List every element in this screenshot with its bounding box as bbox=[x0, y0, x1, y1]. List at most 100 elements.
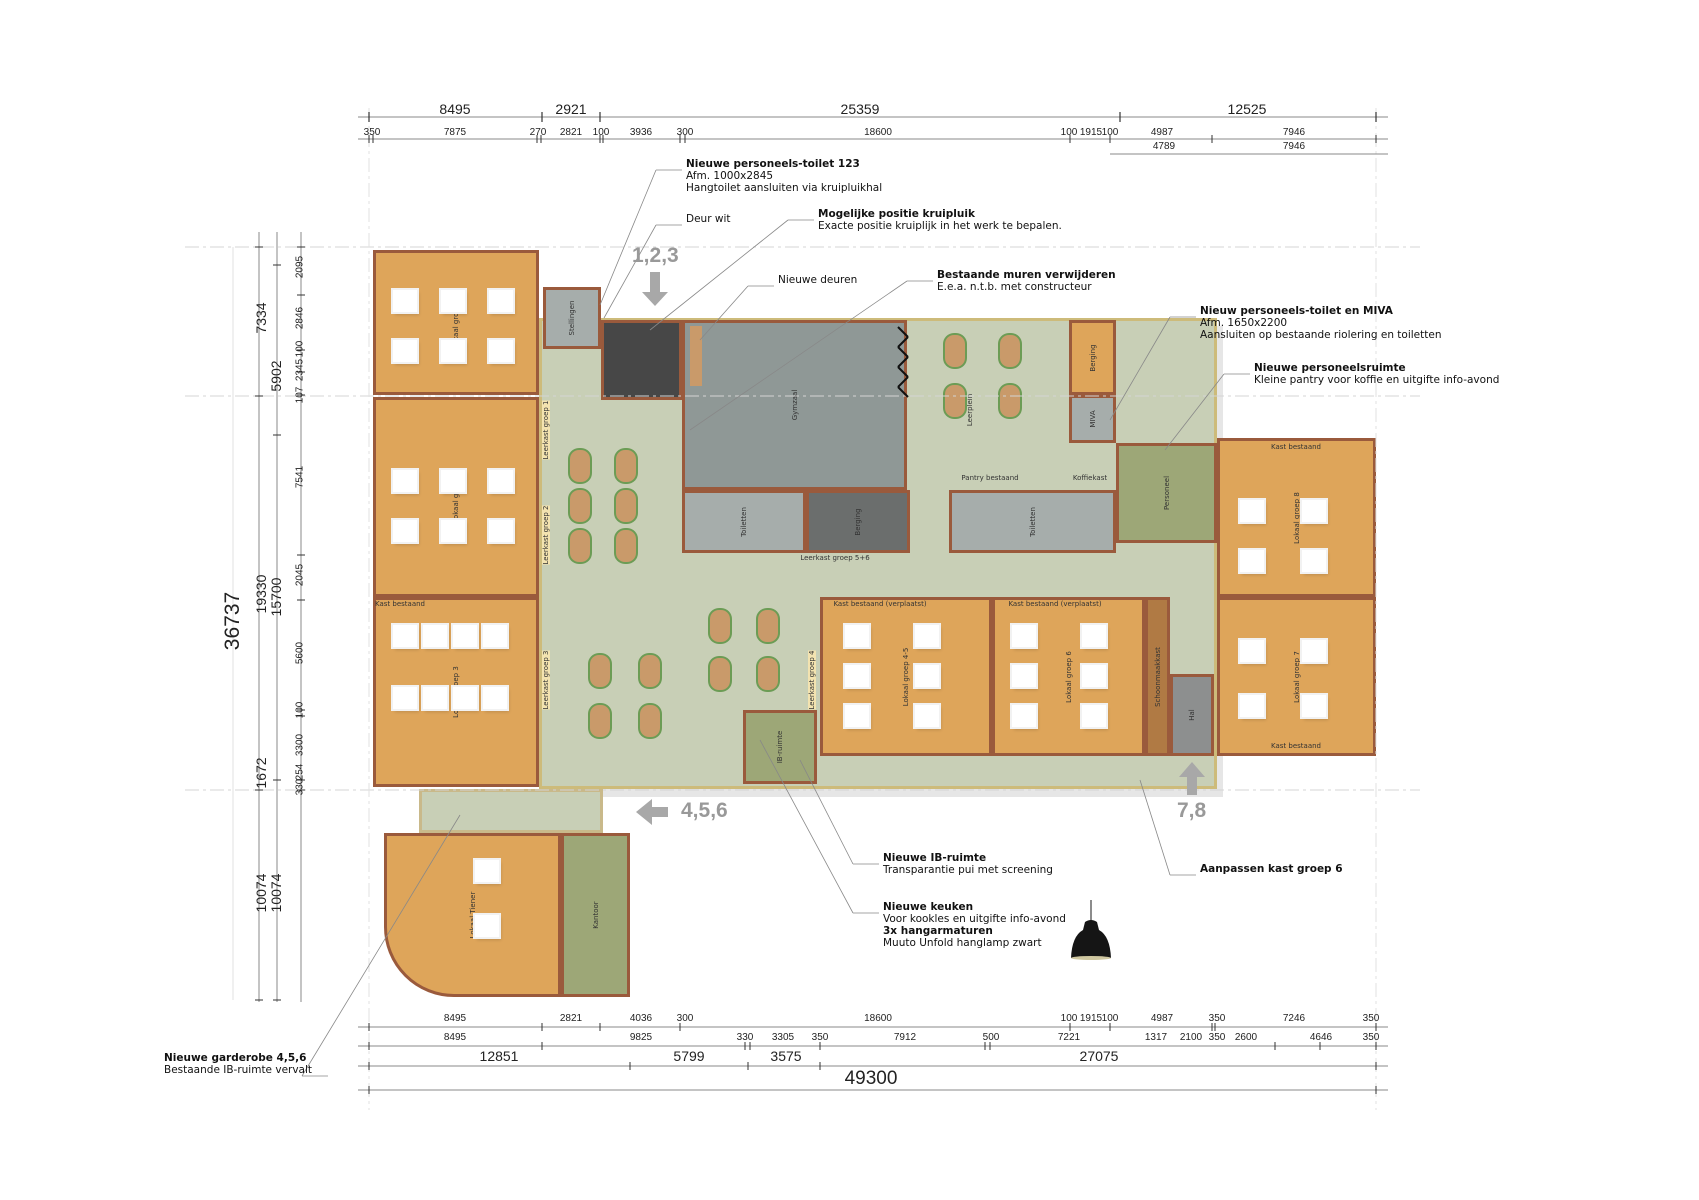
annotation-text: Bestaande IB-ruimte vervalt bbox=[164, 1064, 313, 1076]
dimension-label: 7221 bbox=[1057, 1032, 1081, 1043]
annotation-text: Exacte positie kruiplijk in het werk te … bbox=[818, 220, 1062, 232]
table bbox=[393, 520, 417, 542]
classroom-group-1: Lokaal groep 1 bbox=[373, 250, 539, 395]
annotation: Aanpassen kast groep 6 bbox=[1200, 863, 1343, 875]
dimension-label: 100 bbox=[294, 340, 306, 358]
dimension-label: 3936 bbox=[629, 127, 653, 138]
annotation-text: Voor kookles en uitgifte info-avond bbox=[883, 913, 1066, 925]
cupboard-label: Kast bestaand bbox=[1271, 443, 1321, 451]
leader-line bbox=[301, 814, 461, 1077]
dimension-label: 3305 bbox=[771, 1032, 795, 1043]
round-table bbox=[710, 658, 730, 690]
table bbox=[483, 625, 507, 647]
leader-line bbox=[603, 224, 657, 319]
cupboard-label: Pantry bestaand bbox=[961, 474, 1019, 482]
dimension-label: 10074 bbox=[253, 873, 269, 913]
leader-line bbox=[699, 285, 749, 341]
table bbox=[1302, 500, 1326, 522]
cupboard-label: Kast bestaand bbox=[375, 600, 425, 608]
annotation-title: Mogelijke positie kruipluik bbox=[818, 208, 975, 220]
dimension-label: 2095 bbox=[294, 255, 306, 279]
table bbox=[1302, 550, 1326, 572]
dimension-label: 3575 bbox=[770, 1048, 802, 1064]
annotation-text: Kleine pantry voor koffie en uitgifte in… bbox=[1254, 374, 1500, 386]
dimension-label: 1317 bbox=[1144, 1032, 1168, 1043]
annotation-title: Aanpassen kast groep 6 bbox=[1200, 863, 1343, 875]
storage-berging: Berging bbox=[1069, 320, 1116, 395]
table bbox=[489, 290, 513, 312]
classroom-group-7: Lokaal groep 7 bbox=[1217, 597, 1376, 756]
table bbox=[845, 625, 869, 647]
dimension-label: 7946 bbox=[1282, 127, 1306, 138]
annotation: Deur wit bbox=[686, 213, 730, 225]
dimension-label: 7875 bbox=[443, 127, 467, 138]
dimension-label: 2100 bbox=[1179, 1032, 1203, 1043]
dimension-label: 100 bbox=[294, 701, 306, 719]
round-table bbox=[570, 530, 590, 562]
dimension-label: 2921 bbox=[555, 101, 587, 117]
dimension-label: 18600 bbox=[864, 127, 892, 138]
table bbox=[423, 625, 447, 647]
staff-room: Personeel bbox=[1116, 443, 1217, 543]
dimension-label: 2045 bbox=[294, 563, 306, 587]
table bbox=[1082, 705, 1106, 727]
cupboard-label: Kast bestaand bbox=[1271, 742, 1321, 750]
dimension-label: 2345 bbox=[294, 358, 306, 382]
bench bbox=[690, 326, 702, 386]
annotation: Nieuwe deuren bbox=[778, 274, 857, 286]
dimension-label: 4646 bbox=[1309, 1032, 1333, 1043]
storage-inpandig: Berging bbox=[806, 490, 910, 553]
leader-line bbox=[649, 219, 789, 331]
dimension-label: 1915 bbox=[1079, 1013, 1103, 1024]
table bbox=[489, 470, 513, 492]
round-table bbox=[945, 385, 965, 417]
annotation-text: Transparantie pui met screening bbox=[883, 864, 1053, 876]
dimension-label: 100 bbox=[1060, 1013, 1078, 1024]
cupboard-label: Kast bestaand (verplaatst) bbox=[1008, 600, 1102, 608]
annotation-text: Nieuwe deuren bbox=[778, 274, 858, 286]
leader-line bbox=[599, 169, 657, 306]
table bbox=[1240, 640, 1264, 662]
annotation-title: Nieuw personeels-toilet en MIVA bbox=[1200, 305, 1393, 317]
dimension-label: 2821 bbox=[559, 1013, 583, 1024]
cupboard-label: Kast bestaand (verplaatst) bbox=[833, 600, 927, 608]
dimension-label: 7334 bbox=[253, 302, 269, 334]
annotation-text: Aansluiten op bestaande riolering en toi… bbox=[1200, 329, 1442, 341]
table bbox=[915, 705, 939, 727]
dimension-label: 500 bbox=[982, 1032, 1000, 1043]
dimension-label: 330 bbox=[294, 778, 306, 796]
table bbox=[915, 665, 939, 687]
table bbox=[1302, 695, 1326, 717]
dimension-label: 330 bbox=[736, 1032, 754, 1043]
hall-7-8: Hal bbox=[1170, 674, 1214, 756]
dimension-label: 10074 bbox=[268, 873, 284, 913]
total-depth-label: 36737 bbox=[221, 591, 244, 651]
dimension-label: 8495 bbox=[443, 1013, 467, 1024]
dimension-label: 5799 bbox=[673, 1048, 705, 1064]
round-table bbox=[945, 335, 965, 367]
annotation-title: Nieuwe garderobe 4,5,6 bbox=[164, 1052, 307, 1064]
total-width-label: 49300 bbox=[844, 1068, 898, 1089]
arrow-down-icon bbox=[642, 272, 668, 306]
dimension-label: 8495 bbox=[443, 1032, 467, 1043]
dimension-label: 12851 bbox=[479, 1048, 519, 1064]
entrance-label-456: 4,5,6 bbox=[681, 799, 728, 822]
annotation-title: Nieuwe keuken bbox=[883, 901, 974, 913]
dimension-label: 7946 bbox=[1282, 141, 1306, 152]
round-table bbox=[640, 705, 660, 737]
dimension-label: 100 bbox=[1060, 127, 1078, 138]
annotation-title: Nieuwe personeelsruimte bbox=[1254, 362, 1406, 374]
dimension-label: 4987 bbox=[1150, 1013, 1174, 1024]
annotation-title: Nieuwe IB-ruimte bbox=[883, 852, 987, 864]
folding-wall bbox=[897, 326, 909, 338]
annotation-title: Bestaande muren verwijderen bbox=[937, 269, 1116, 281]
dimension-label: 2846 bbox=[294, 306, 306, 330]
table bbox=[1240, 695, 1264, 717]
